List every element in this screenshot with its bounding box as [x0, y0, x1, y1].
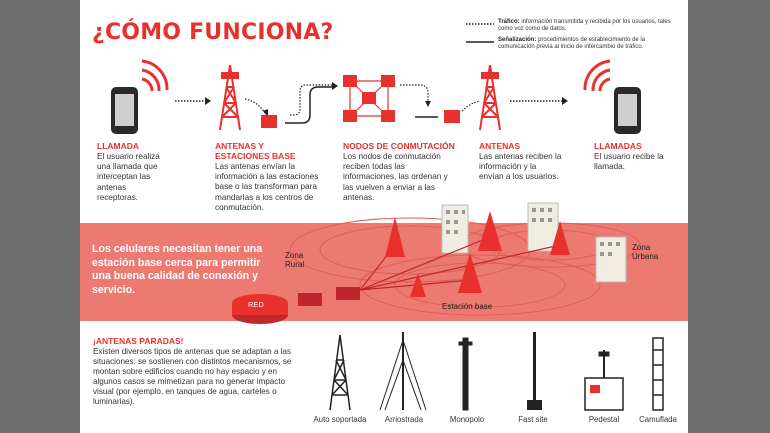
building-icon — [595, 236, 627, 283]
tower-icon — [458, 253, 482, 293]
legend-signal-text: procedimientos de establecimiento de la … — [498, 37, 646, 50]
legend-line-solid — [466, 41, 494, 43]
camouflaged-tower-icon — [652, 337, 664, 411]
coverage-illustration — [232, 202, 641, 324]
tower-label-auto-soportada: Auto soportada — [313, 415, 367, 424]
stage-label-llamada: LLAMADA — [97, 141, 140, 151]
antenas-paradas-text: Existen diversos tipos de antenas que se… — [93, 347, 292, 406]
stage-text-llamadas: El usuario recibe la llamada. — [594, 152, 664, 172]
legend-traffic-term: Tráfico: — [498, 19, 520, 25]
stage-text-antenas-estaciones: Las antenas envían la información a las … — [215, 162, 319, 212]
legend-traffic-text: información transmitida y recibida por l… — [498, 19, 671, 32]
tower-label-fast-site: Fast site — [518, 415, 548, 424]
legend-line-dotted — [466, 23, 494, 25]
pedestal-tower-icon — [584, 350, 624, 411]
fast-site-tower-icon — [527, 332, 542, 410]
zona-rural-label: Zona Rural — [285, 251, 305, 269]
stage-label-llamadas: LLAMADAS — [594, 141, 642, 151]
base-station-box-3 — [298, 293, 322, 306]
self-supporting-tower-icon — [329, 334, 351, 411]
tower-label-monopolo: Monopolo — [449, 415, 485, 424]
switching-nodes-icon — [343, 75, 395, 122]
coverage-band — [80, 223, 688, 321]
infographic-canvas: ¿CÓMO FUNCIONA? Tráfico: información tra… — [80, 0, 688, 433]
red-network-icon — [232, 294, 288, 324]
legend-signal-term: Señalización: — [498, 37, 537, 43]
building-icon — [441, 204, 469, 254]
antenna-tower-icon-1 — [219, 64, 241, 131]
base-station-box-2 — [444, 110, 460, 123]
guyed-tower-icon — [379, 332, 427, 411]
stage-label-nodos: NODOS DE CONMUTACIÓN — [343, 141, 455, 151]
tower-label-arriostrada: Arriostrada — [384, 415, 424, 424]
building-icon — [527, 202, 559, 252]
band-text: Los celulares necesitan tener una estaci… — [92, 243, 263, 296]
tower-types-illustration — [329, 332, 664, 411]
monopole-tower-icon — [458, 337, 473, 411]
legend-signal: Señalización: procedimientos de establec… — [498, 37, 678, 51]
tower-icon — [478, 211, 502, 251]
zona-urbana-label: Zona Urbana — [632, 243, 659, 261]
stage-label-antenas: ANTENAS — [479, 141, 521, 151]
estacion-base-label: Estación base — [442, 302, 493, 311]
flow-diagram — [111, 59, 641, 134]
stage-text-nodos: Los nodos de conmutación reciben todas l… — [343, 152, 448, 202]
red-label: RED — [248, 300, 264, 309]
phone-caller-icon — [111, 59, 169, 134]
tower-icon — [410, 273, 426, 297]
stage-text-antenas: Las antenas reciben la información y la … — [479, 152, 562, 182]
base-station-box-4 — [336, 287, 360, 300]
tower-label-pedestal: Pedestal — [588, 415, 620, 424]
page-title: ¿CÓMO FUNCIONA? — [92, 20, 334, 45]
antenas-paradas-title: ¡ANTENAS PARADAS! — [93, 336, 184, 346]
tower-label-camuflada: Camuflada — [639, 415, 677, 424]
stage-label-antenas-estaciones: ANTENAS Y ESTACIONES BASE — [215, 141, 296, 161]
tower-icon — [385, 217, 405, 257]
antenna-tower-icon-2 — [479, 64, 501, 131]
tower-icon — [550, 221, 570, 255]
phone-receiver-icon — [583, 59, 641, 134]
legend-traffic: Tráfico: información transmitida y recib… — [498, 19, 678, 33]
stage-text-llamada: El usuario realiza una llamada que inter… — [97, 152, 160, 202]
base-station-box-1 — [261, 115, 277, 128]
